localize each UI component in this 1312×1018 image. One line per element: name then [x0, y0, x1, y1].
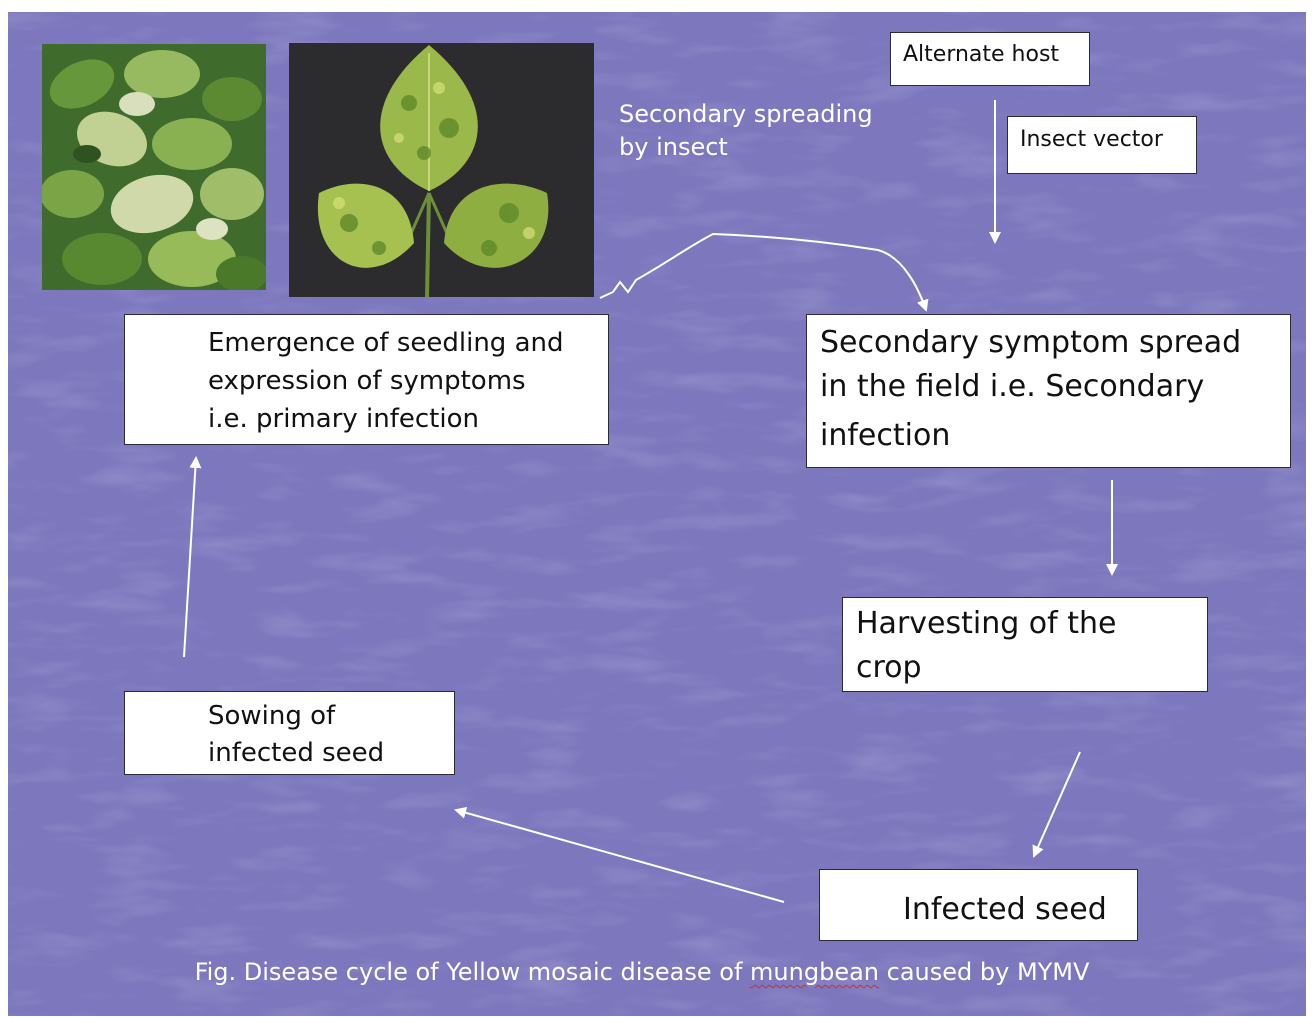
secondary-symptom-line-1: Secondary symptom spread: [820, 321, 1290, 365]
secondary-symptom-line-3: infection: [820, 409, 1290, 463]
leaf-photo: [289, 43, 594, 297]
secondary-spreading-line-1: Secondary spreading: [619, 98, 873, 131]
emergence-box: Emergence of seedling and expression of …: [124, 314, 609, 445]
insect-vector-label: Insect vector: [1020, 127, 1196, 152]
figure-caption: Fig. Disease cycle of Yellow mosaic dise…: [8, 958, 1276, 986]
caption-before: Fig. Disease cycle of Yellow mosaic dise…: [195, 958, 750, 986]
sowing-line-1: Sowing of: [208, 698, 454, 735]
secondary-spreading-line-2: by insect: [619, 131, 873, 164]
harvesting-line-2: crop: [856, 646, 1207, 690]
sowing-box: Sowing of infected seed: [124, 691, 455, 775]
caption-flagged-word: mungbean: [750, 958, 879, 986]
emergence-line-3: i.e. primary infection: [208, 400, 608, 438]
alternate-host-box: Alternate host: [890, 32, 1090, 86]
infected-seed-label: Infected seed: [903, 892, 1137, 927]
emergence-line-2: expression of symptoms: [208, 362, 608, 400]
secondary-spreading-note: Secondary spreading by insect: [619, 98, 873, 164]
plant-photo: [42, 44, 266, 290]
emergence-line-1: Emergence of seedling and: [208, 324, 608, 362]
caption-after: caused by MYMV: [879, 958, 1089, 986]
diagram-slide: Alternate host Insect vector Secondary s…: [8, 12, 1306, 1016]
insect-vector-box: Insect vector: [1007, 116, 1197, 174]
leaf-photo-image: [289, 43, 594, 297]
alternate-host-label: Alternate host: [903, 42, 1089, 67]
infected-seed-box: Infected seed: [819, 869, 1138, 941]
secondary-symptom-line-2: in the field i.e. Secondary: [820, 365, 1290, 409]
harvesting-line-1: Harvesting of the: [856, 602, 1207, 646]
sowing-line-2: infected seed: [208, 735, 454, 772]
secondary-symptom-box: Secondary symptom spread in the field i.…: [806, 314, 1291, 468]
harvesting-box: Harvesting of the crop: [842, 597, 1208, 692]
plant-photo-image: [42, 44, 266, 290]
